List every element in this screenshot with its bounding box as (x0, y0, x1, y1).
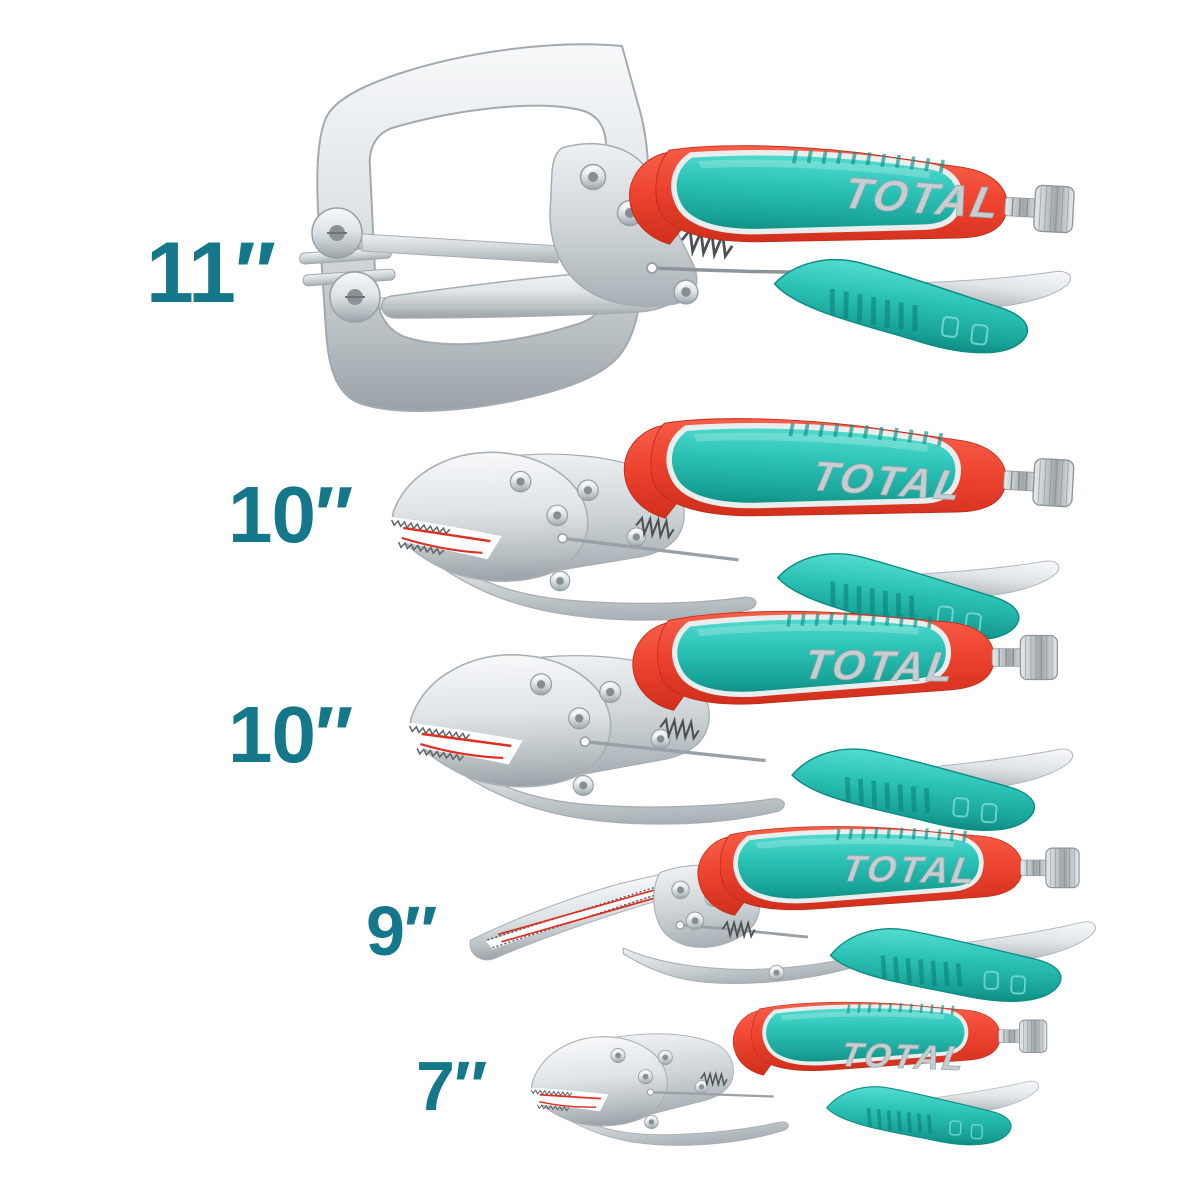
brand-logo: TOTAL (838, 1036, 970, 1078)
plier-5-curved-jaw-7in (523, 1000, 1049, 1200)
upper-jaw-arm-bar (361, 233, 561, 264)
plier-3-curved-jaw-10in (404, 596, 1076, 859)
size-label-9in: 9″ (366, 892, 437, 970)
upper-swivel-pad (311, 207, 363, 259)
size-label-10in-b: 10″ (228, 690, 352, 779)
release-lever (823, 1072, 1041, 1149)
brand-logo: TOTAL (808, 452, 968, 509)
brand-logo: TOTAL (839, 847, 980, 891)
lower-swivel-pad (329, 271, 381, 323)
release-lever (789, 730, 1073, 836)
plier-1-c-clamp-11in: TOTAL (299, 43, 1075, 412)
release-lever (769, 237, 1071, 363)
size-label-10in-a: 10″ (228, 470, 352, 559)
release-lever (829, 913, 1096, 1004)
brand-logo: TOTAL (801, 641, 959, 690)
size-label-7in: 7″ (416, 1047, 487, 1125)
brand-logo: TOTAL (839, 169, 1006, 228)
size-label-11in: 11″ (146, 225, 275, 321)
release-rod (651, 266, 793, 274)
rod-pivot-hole (646, 262, 658, 274)
